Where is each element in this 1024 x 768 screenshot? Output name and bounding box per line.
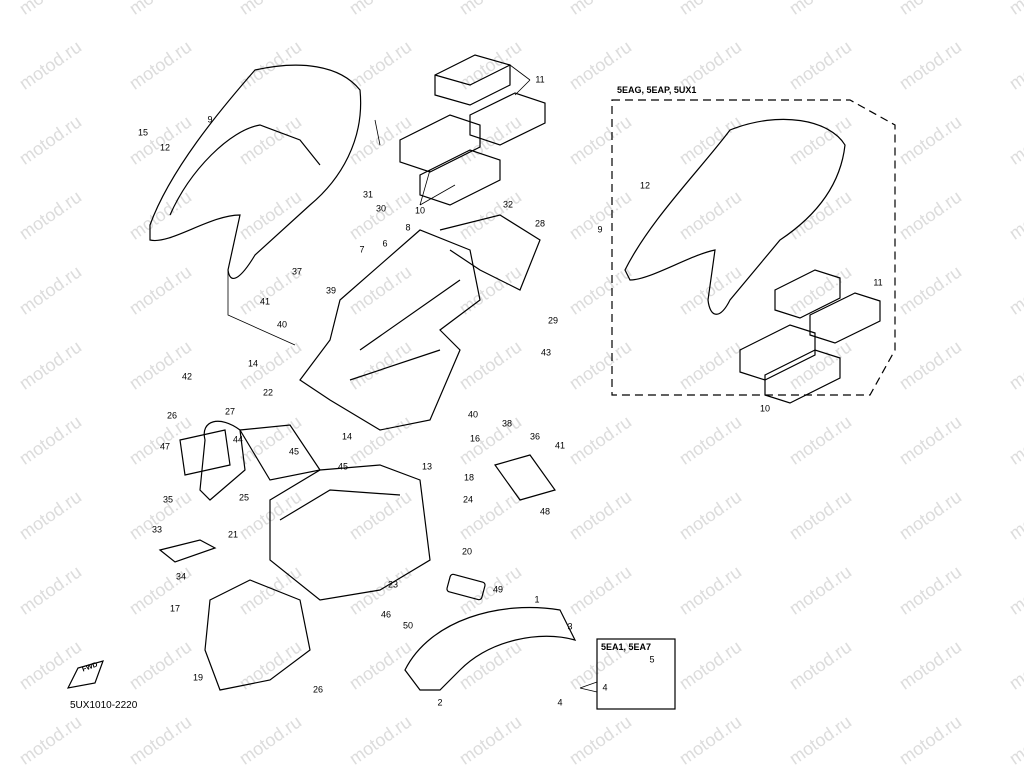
- callout-number: 40: [467, 409, 479, 420]
- plate-48: [494, 454, 556, 501]
- callout-number: 3: [567, 621, 573, 632]
- callout-number: 34: [175, 571, 187, 582]
- callout-number: 12: [639, 180, 651, 191]
- callout-number: 7: [359, 244, 365, 255]
- variant-box-small: [596, 638, 676, 710]
- cowl-blocks-variant: [739, 269, 881, 404]
- callout-number: 13: [421, 461, 433, 472]
- callout-number: 49: [492, 584, 504, 595]
- callout-number: 16: [469, 433, 481, 444]
- variant-header-small: 5EA1, 5EA7: [601, 642, 652, 652]
- grab-bar: [199, 420, 246, 501]
- seat-cowl-variant: [624, 118, 846, 315]
- callout-number: 9: [597, 224, 603, 235]
- leader-lines: [227, 64, 531, 346]
- callout-number: 30: [375, 203, 387, 214]
- bracket-47: [179, 429, 231, 476]
- cowl-blocks: [399, 54, 546, 206]
- callout-number: 42: [181, 371, 193, 382]
- callout-number: 2: [437, 697, 443, 708]
- callout-number: 36: [529, 431, 541, 442]
- callout-number: 22: [262, 387, 274, 398]
- callout-number: 5: [649, 654, 655, 665]
- variant-header-main: 5EAG, 5EAP, 5UX1: [617, 85, 697, 95]
- tool-tray: [238, 424, 321, 481]
- callout-number: 17: [169, 603, 181, 614]
- callout-number: 26: [312, 684, 324, 695]
- callout-number: 11: [873, 277, 883, 288]
- callout-number: 31: [362, 189, 374, 200]
- callout-number: 29: [547, 315, 559, 326]
- variant-box-outline: [611, 99, 896, 396]
- callout-number: 41: [554, 440, 566, 451]
- callout-number: 44: [232, 434, 244, 445]
- callout-number: 10: [759, 403, 771, 414]
- callout-number: 47: [159, 441, 171, 452]
- callout-number: 6: [382, 238, 388, 249]
- callout-number: 48: [539, 506, 551, 517]
- callout-number: 26: [166, 410, 178, 421]
- rear-fender: [269, 464, 431, 601]
- callout-number: 43: [540, 347, 552, 358]
- callout-number: 39: [325, 285, 337, 296]
- callout-number: 25: [238, 492, 250, 503]
- bracket-33: [158, 539, 217, 563]
- diagram-code: 5UX1010-2220: [70, 700, 138, 711]
- callout-number: 19: [192, 672, 204, 683]
- callout-number: 41: [259, 296, 271, 307]
- callout-number: 45: [337, 461, 349, 472]
- tail-light-bracket: [439, 214, 541, 291]
- callout-number: 27: [224, 406, 236, 417]
- callout-number: 28: [534, 218, 546, 229]
- callout-number: 4: [557, 697, 563, 708]
- callout-number: 45: [288, 446, 300, 457]
- inner-fender: [204, 579, 311, 691]
- callout-number: 18: [463, 472, 475, 483]
- callout-number: 20: [461, 546, 473, 557]
- callout-number: 46: [380, 609, 392, 620]
- callout-number: 38: [501, 418, 513, 429]
- callout-number: 10: [414, 205, 426, 216]
- callout-number: 32: [502, 199, 514, 210]
- front-fender: [404, 606, 577, 691]
- callout-number: 23: [387, 579, 399, 590]
- rear-frame: [299, 229, 481, 431]
- callout-number: 4: [602, 682, 608, 693]
- callout-number: 35: [162, 494, 174, 505]
- callout-number: 1: [534, 594, 540, 605]
- callout-number: 12: [159, 142, 171, 153]
- callout-number: 14: [247, 358, 259, 369]
- callout-number: 9: [207, 114, 213, 125]
- callout-number: 21: [227, 529, 239, 540]
- callout-number: 37: [291, 266, 303, 277]
- callout-number: 15: [137, 127, 149, 138]
- callout-number: 40: [276, 319, 288, 330]
- callout-number: 11: [535, 74, 545, 85]
- callout-number: 50: [402, 620, 414, 631]
- callout-number: 14: [341, 431, 353, 442]
- callout-number: 24: [462, 494, 474, 505]
- callout-number: 8: [405, 222, 411, 233]
- callout-number: 33: [151, 524, 163, 535]
- direction-logo-icon: [66, 660, 104, 689]
- reflector-49: [446, 573, 486, 601]
- seat-cowl: [149, 64, 362, 280]
